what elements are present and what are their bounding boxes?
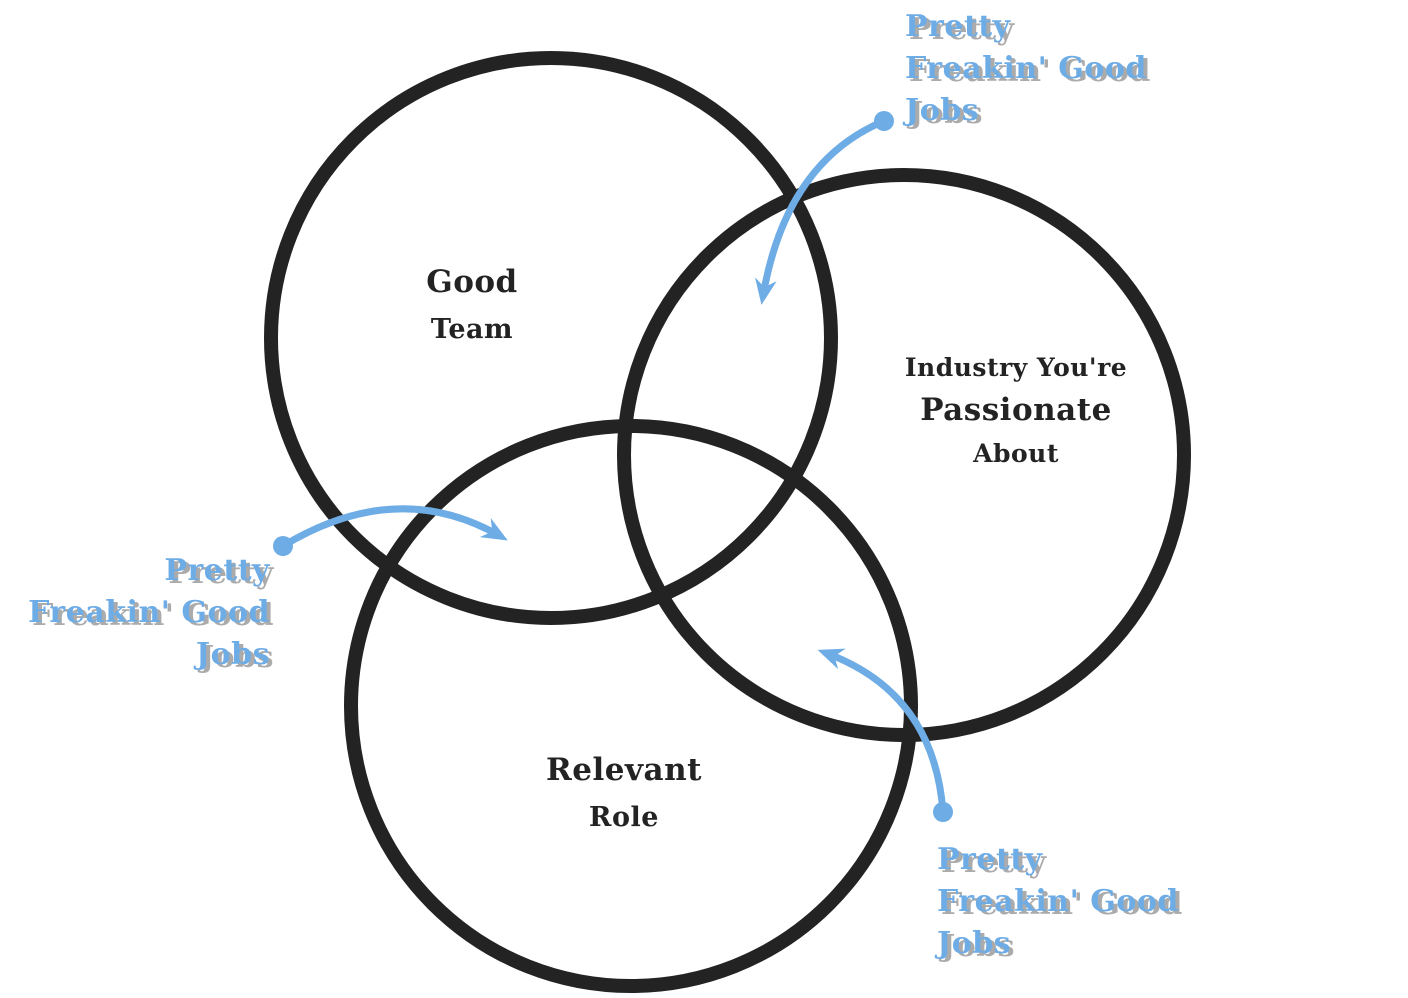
annotation-line: Freakin' Good xyxy=(28,595,270,630)
label-line: Passionate xyxy=(920,392,1112,428)
label-line: Good xyxy=(426,264,518,300)
annotation-bottom-right: Pretty Freakin' Good Jobs xyxy=(937,839,1179,965)
label-line: Role xyxy=(589,802,659,833)
annotation-line: Jobs xyxy=(905,93,980,128)
annotation-line: Jobs xyxy=(195,637,270,672)
annotation-top: Pretty Freakin' Good Jobs xyxy=(905,6,1147,132)
arrow-top xyxy=(755,111,894,305)
label-good-team: Good Team xyxy=(352,258,592,354)
annotation-line: Pretty xyxy=(937,842,1043,877)
label-line: About xyxy=(973,439,1059,468)
annotation-line: Freakin' Good xyxy=(905,51,1147,86)
circle-relevant-role xyxy=(344,419,918,993)
label-relevant-role: Relevant Role xyxy=(494,746,754,842)
annotation-left: Pretty Freakin' Good Jobs xyxy=(28,550,270,676)
arrow-bottom-right xyxy=(817,648,953,822)
label-line: Industry You're xyxy=(904,353,1128,382)
annotation-line: Pretty xyxy=(905,9,1011,44)
label-line: Team xyxy=(430,314,514,345)
label-line: Relevant xyxy=(546,752,702,788)
annotation-line: Pretty xyxy=(164,553,270,588)
arrow-left xyxy=(273,505,508,556)
label-industry-passionate: Industry You're Passionate About xyxy=(886,346,1146,475)
annotation-line: Freakin' Good xyxy=(937,884,1179,919)
circle-good-team xyxy=(264,51,838,625)
annotation-line: Jobs xyxy=(937,926,1012,961)
